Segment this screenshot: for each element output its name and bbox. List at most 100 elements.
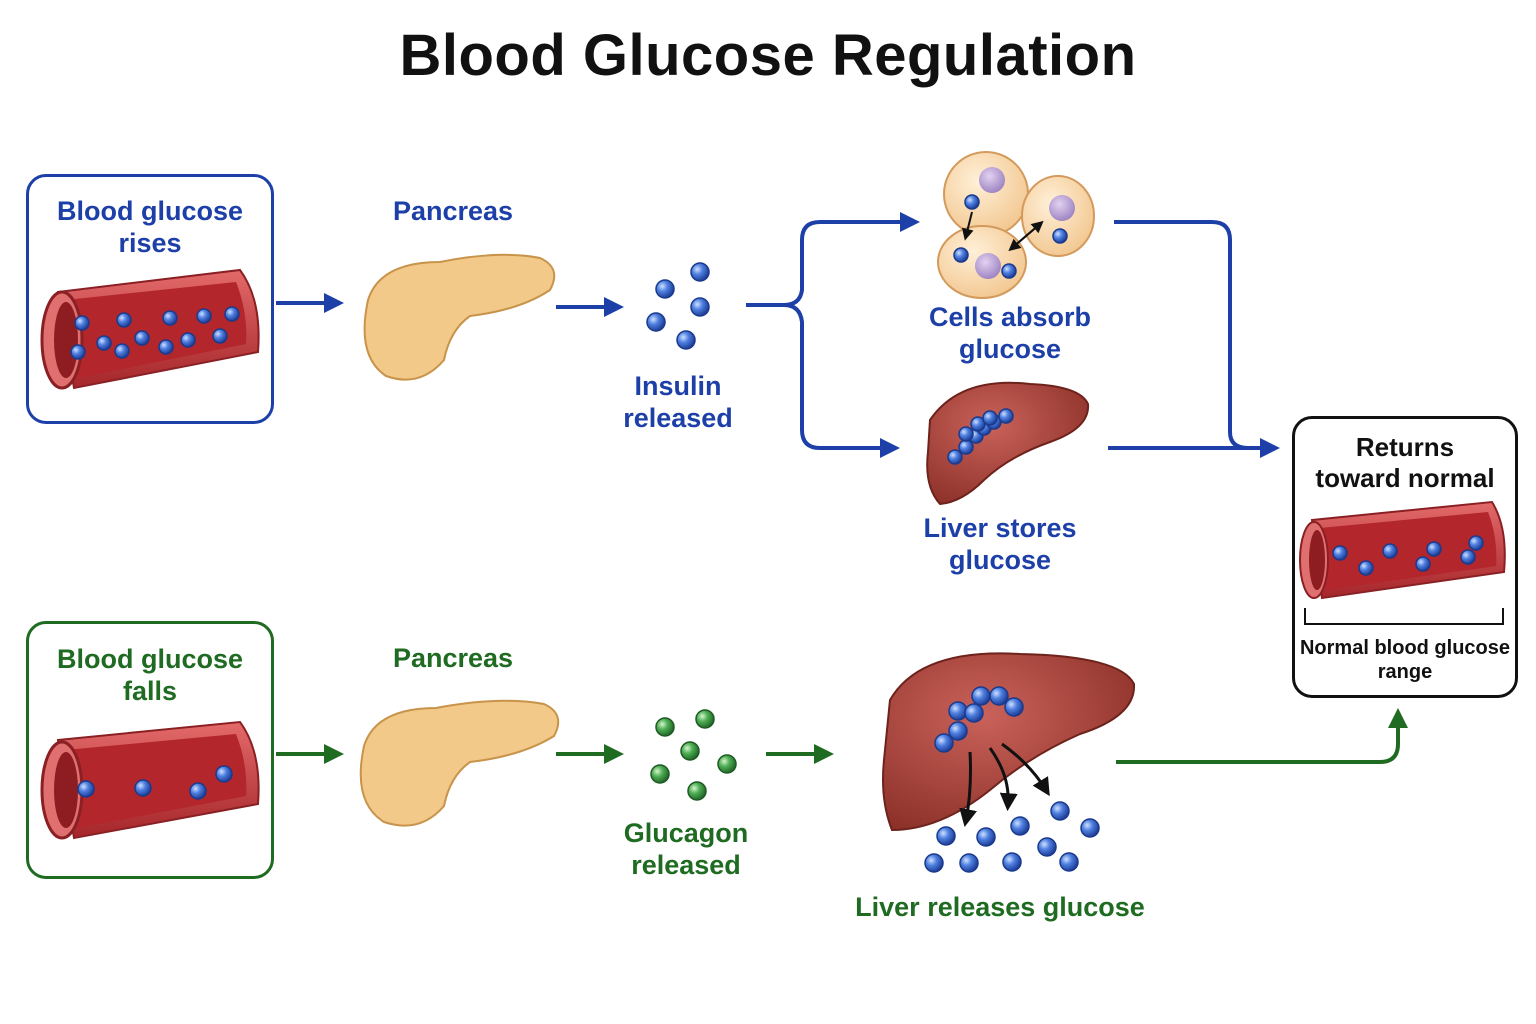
glucose-stored-liver-bottom [934,686,1024,753]
glucose-molecule [114,343,130,359]
glucose-molecule [964,194,980,210]
liver-icon-bottom [882,652,1136,832]
liver-icon-top [926,381,1090,506]
glucose-molecule [1382,543,1398,559]
glucose-stored-liver-top [947,408,1014,465]
blood-vessel-icon-bottom [40,720,260,840]
liver-releases-label: Liver releases glucose [855,892,1145,922]
glucose-molecule [134,330,150,346]
glucose-falls-label: Blood glucose falls [56,644,243,706]
glucose-molecule [947,449,963,465]
glucose-molecule [1052,228,1068,244]
glucose-molecule [690,262,710,282]
glucose-molecule [970,416,986,432]
glucose-molecule [134,779,152,797]
liver-stores-label: Liver stores glucose [923,513,1077,575]
glucose-molecule [162,310,178,326]
blood-vessel-icon-top [40,268,260,390]
glucagon-molecule [717,754,737,774]
glucose-molecule [1050,801,1070,821]
glucose-molecule [158,339,174,355]
pancreas-label-bottom: Pancreas [392,643,514,673]
glucagon-molecule [695,709,715,729]
glucagon-molecule [687,781,707,801]
glucose-molecule [646,312,666,332]
pancreas-icon-bottom [359,699,560,827]
glucose-molecule [1468,535,1484,551]
glucose-molecule [1001,263,1017,279]
glucose-falls-box [26,621,274,879]
glucose-molecule [224,306,240,322]
page-title: Blood Glucose Regulation [399,23,1137,88]
glucagon-molecule [655,717,675,737]
glucagon-molecule [650,764,670,784]
insulin-molecules-icon [646,262,710,350]
glucose-molecule [958,426,974,442]
glucose-molecule [964,703,984,723]
normal-range-bracket [1304,608,1504,625]
glucagon-molecules-icon [650,709,737,801]
glucose-molecule [1426,541,1442,557]
glucose-molecule [1460,549,1476,565]
glucose-molecule [1080,818,1100,838]
glucose-molecule [1332,545,1348,561]
glucose-molecule [934,733,954,753]
glucose-molecule [924,853,944,873]
glucose-molecule [70,344,86,360]
glucose-molecule [1037,837,1057,857]
glucose-molecule [959,853,979,873]
glucose-molecule [74,315,90,331]
glucose-molecule [180,332,196,348]
body-cells-icon [937,151,1095,299]
glucose-molecule [116,312,132,328]
glucose-dots-cells [953,194,1068,279]
glucose-molecule [953,247,969,263]
insulin-released-label: Insulin released [623,371,733,433]
glucose-molecule [189,782,207,800]
returns-normal-heading: Returns toward normal [1315,432,1495,493]
glucose-molecule [212,328,228,344]
glucose-molecule [96,335,112,351]
molecule-layer [70,194,1484,873]
glucose-dots-vessel-normal [1332,535,1484,576]
glucose-molecule [1004,697,1024,717]
glucose-molecule [1002,852,1022,872]
glucose-molecule [1010,816,1030,836]
cells-absorb-label: Cells absorb glucose [928,302,1092,364]
glucose-dots-vessel-low [77,765,233,800]
glucose-molecule [196,308,212,324]
glucose-molecule [958,439,974,455]
glucose-molecule [976,827,996,847]
insulin-pathway-arrows [276,212,1280,458]
glucagon-pathway-arrows [276,708,1408,764]
glucose-molecule [998,408,1014,424]
glucose-rises-label: Blood glucose rises [56,196,243,258]
glucose-molecule [936,826,956,846]
arrow-liver-to-normal-low [1116,708,1408,764]
glucose-molecule [676,330,696,350]
pancreas-label-top: Pancreas [392,196,514,226]
glucagon-molecule [680,741,700,761]
arrow-cells-to-normal [1114,220,1249,450]
glucose-molecule [948,721,968,741]
glucose-released-liver [924,801,1100,873]
glucose-molecule [215,765,233,783]
glucose-molecule [77,780,95,798]
pancreas-icon-top [363,253,556,381]
glucose-dots-vessel-high [70,306,240,360]
returns-normal-box [1292,416,1518,698]
glucose-molecule [690,297,710,317]
glucose-molecule [982,410,998,426]
glucose-rises-box [26,174,274,424]
glucagon-released-label: Glucagon released [623,818,749,880]
normal-range-label: Normal blood glucose range [1299,637,1511,683]
glucose-molecule [655,279,675,299]
glucose-molecule [971,686,991,706]
glucose-molecule [948,701,968,721]
glucose-molecule [1358,560,1374,576]
glucose-molecule [989,686,1009,706]
glucose-molecule [1415,556,1431,572]
arrow-insulin-branch [746,212,920,307]
arrow-insulin-branch-liver [783,303,900,458]
